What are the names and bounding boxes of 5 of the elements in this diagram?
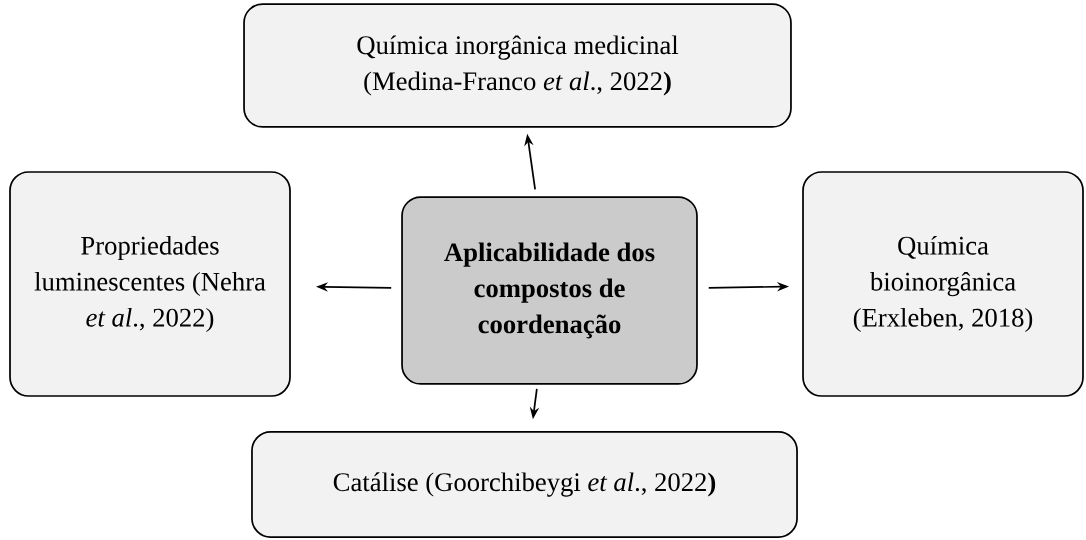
application-box: Propriedades luminescentes (Nehra et al., 2022): [9, 171, 291, 397]
application-box: Química inorgânica medicinal (Medina-Franco et al., 2022): [243, 3, 792, 128]
application-box: Catálise (Goorchibeygi et al., 2022): [251, 431, 798, 538]
application-box: Química bioinorgânica (Erxleben, 2018): [802, 171, 1084, 397]
topic-box: Aplicabilidade dos compostos de coordenação: [401, 196, 698, 385]
